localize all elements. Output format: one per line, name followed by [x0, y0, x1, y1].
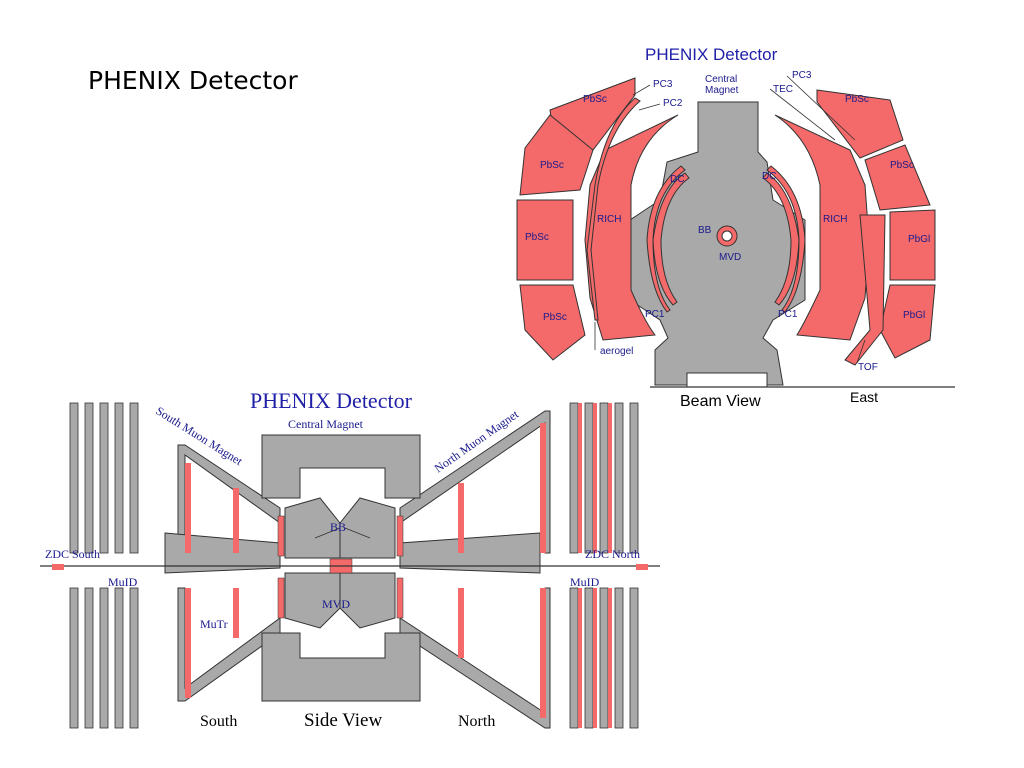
pbsc-e1-label: PbSc: [845, 94, 869, 105]
mvd-label: MVD: [719, 252, 741, 263]
pbsc-w4: [519, 284, 586, 361]
pbgl-2-label: PbGl: [903, 310, 925, 321]
rich-west: [584, 114, 679, 341]
rich-west-label: RICH: [597, 214, 621, 225]
tof-label: TOF: [858, 362, 878, 373]
rich-east-label: RICH: [823, 214, 847, 225]
pbsc-w2-label: PbSc: [540, 160, 564, 171]
muid-north: [569, 402, 639, 729]
pc3-west-label: PC3: [653, 79, 673, 90]
leader-lines: [594, 75, 866, 364]
bb-side-label: BB: [330, 520, 346, 534]
pbsc-w4-label: PbSc: [543, 312, 567, 323]
zdc-south-block: [52, 564, 64, 570]
pbgl-1: [889, 209, 936, 281]
pbsc-e1: [816, 89, 904, 159]
central-magnet-label: Central Magnet: [288, 417, 364, 431]
pc1-east-label: PC1: [778, 309, 798, 320]
muid-south: [69, 402, 139, 729]
pc1-east: [766, 165, 806, 313]
aerogel-label: aerogel: [600, 346, 633, 357]
mvd-side-label: MVD: [322, 597, 350, 611]
rich-east: [774, 114, 870, 341]
pbsc-w3: [516, 199, 574, 281]
zdc-north-block: [636, 564, 648, 570]
pc2-label: PC2: [663, 98, 683, 109]
central-magnet-label-2: Magnet: [705, 85, 739, 96]
dc-west-label: DC: [670, 174, 684, 185]
east-label: East: [850, 389, 878, 405]
side-view-caption: Side View: [304, 710, 382, 731]
pbsc-w3-label: PbSc: [525, 232, 549, 243]
mutr-label: MuTr: [200, 617, 228, 631]
pbsc-w2: [519, 114, 594, 196]
bb-leader-lines: [314, 527, 371, 539]
zdc-south-label: ZDC South: [45, 547, 100, 561]
beam-pipe: [716, 225, 738, 247]
pbgl-1-label: PbGl: [908, 234, 930, 245]
beam-view-title: PHENIX Detector: [645, 45, 778, 64]
tec-label: TEC: [773, 84, 793, 95]
side-view-diagram: PHENIX Detector Central Magnet South Muo…: [40, 388, 660, 731]
muid-north-red: [578, 403, 612, 728]
central-magnet-label-1: Central: [705, 74, 737, 85]
pbgl-2: [879, 284, 936, 359]
pc1-west-label: PC1: [645, 309, 665, 320]
pc2-pc3-west: [586, 97, 641, 321]
side-view-title: PHENIX Detector: [250, 388, 413, 413]
zdc-north-label: ZDC North: [585, 547, 640, 561]
east-arm: [762, 89, 936, 366]
east-shell: [844, 214, 886, 366]
bb-label: BB: [698, 225, 712, 236]
pc3-east-label: PC3: [792, 70, 812, 81]
dc-east: [762, 172, 800, 306]
pbsc-e2-label: PbSc: [890, 160, 914, 171]
west-arm: [516, 77, 690, 361]
muid-north-label: MuID: [570, 575, 600, 589]
muon-tracker-red: [185, 423, 546, 718]
beam-view-caption: Beam View: [680, 393, 761, 410]
beam-view-diagram: PHENIX Detector Central Magnet PC3 PC2 P…: [516, 45, 955, 410]
north-label: North: [458, 713, 495, 730]
pbsc-w1-label: PbSc: [583, 94, 607, 105]
dc-west: [652, 172, 690, 306]
south-label: South: [200, 713, 237, 730]
pc1-west: [646, 165, 686, 313]
slide-title: PHENIX Detector: [88, 66, 298, 95]
dc-east-label: DC: [762, 171, 776, 182]
muid-south-label: MuID: [108, 575, 138, 589]
pbsc-e2: [864, 144, 931, 211]
north-muon-magnet: [399, 410, 551, 729]
